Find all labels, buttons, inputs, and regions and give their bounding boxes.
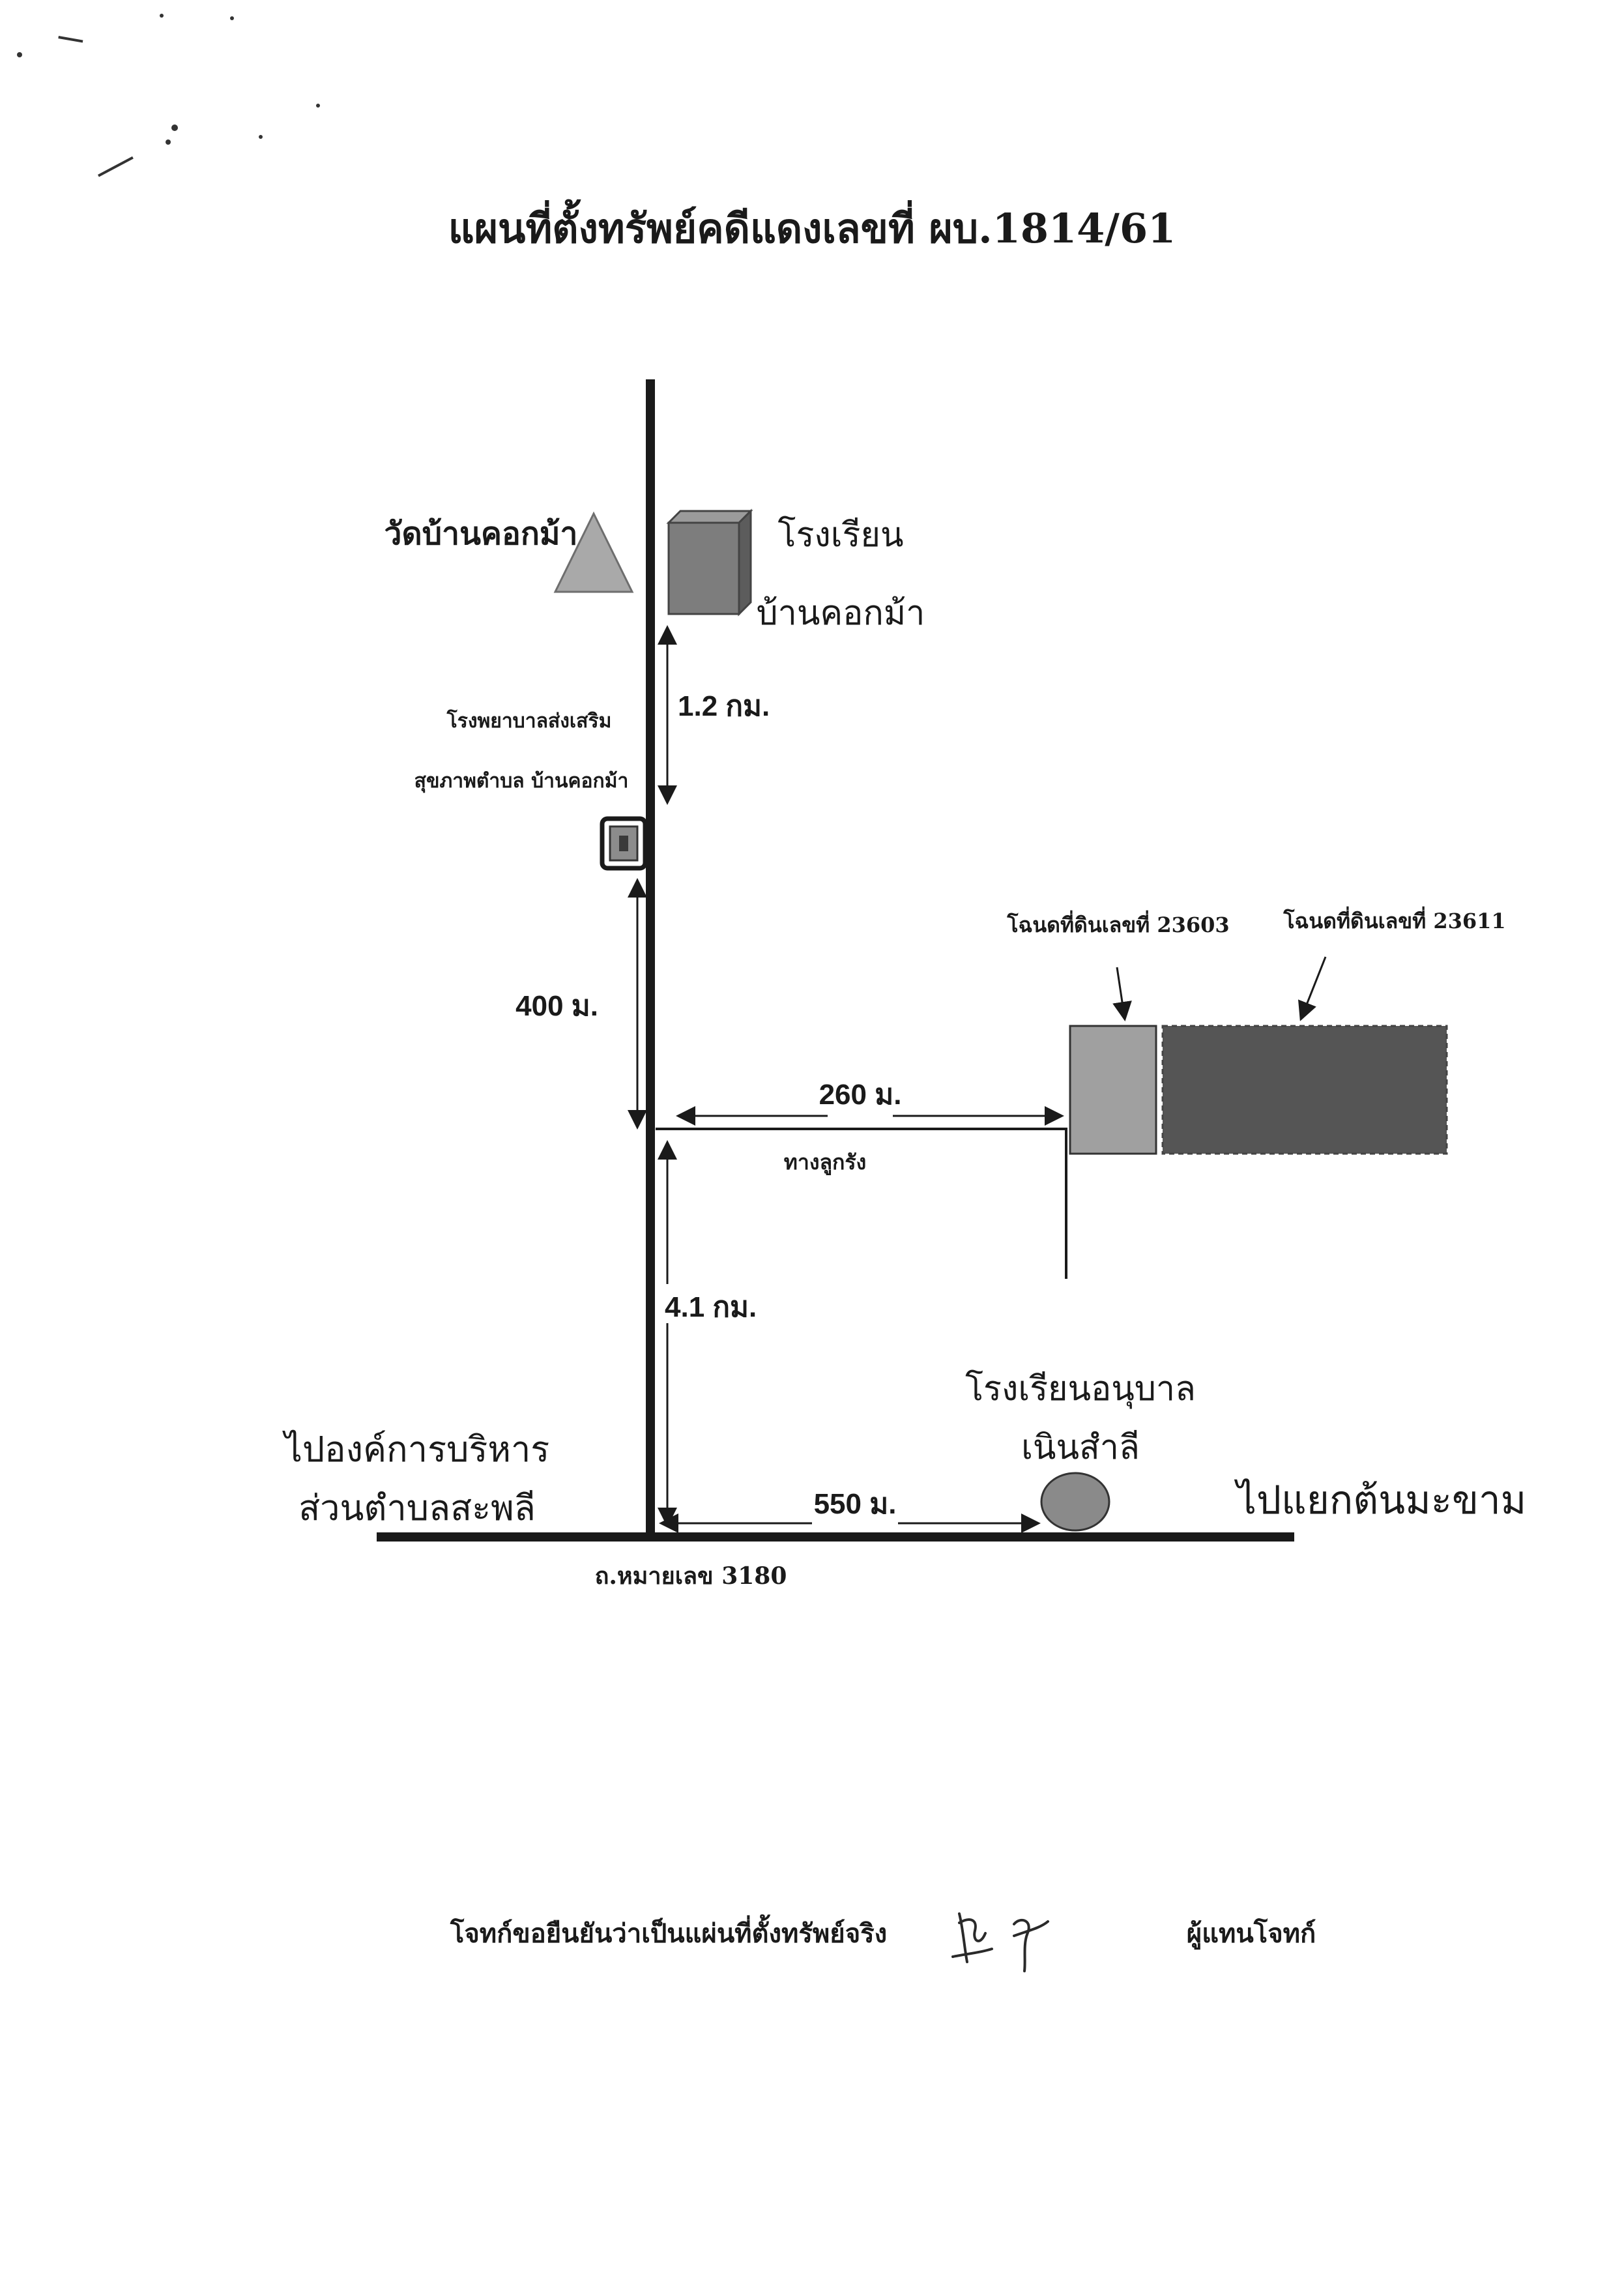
distance-label-school: 1.2 กม. [678,690,770,722]
school-label-line1: โรงเรียน [778,516,904,555]
handwritten-signature [951,1912,1049,1972]
path-label: ทางลูกรัง [784,1150,866,1176]
hospital-label-line1: โรงพยาบาลส่งเสริม [446,709,612,733]
parcel-23603 [1069,1025,1157,1155]
representative-role: ผู้แทนโจทก์ [1187,1918,1316,1950]
right-destination: ไปแยกต้นมะขาม [1234,1478,1526,1523]
kindergarten-icon [1040,1472,1110,1532]
deed-label-23603: โฉนดที่ดินเลขที่ 23603 [1006,910,1229,937]
scan-specks [17,14,320,177]
kindergarten-label-line1: โรงเรียนอนุบาล [965,1369,1196,1409]
hospital-icon [600,816,648,871]
temple-triangle-icon [553,511,634,593]
school-label-line2: บ้านคอกม้า [757,594,925,633]
laterite-path [656,1128,1067,1279]
left-destination-line2: ส่วนตำบลสะพลี [298,1487,536,1528]
distance-label-junction: 4.1 กม. [665,1291,757,1323]
leader-arrow-23603 [1112,967,1132,1021]
leader-arrow-23611 [1298,956,1327,1021]
distance-label-hospital: 400 ม. [515,990,598,1022]
kindergarten-label-line2: เนินสำลี [1021,1428,1140,1467]
distance-label-kindergarten: 550 ม. [814,1488,897,1520]
deed-label-23611: โฉนดที่ดินเลขที่ 23611 [1283,906,1505,933]
parcel-23611 [1161,1025,1448,1155]
school-cube-icon [666,508,753,617]
distance-label-path: 260 ม. [819,1079,902,1111]
temple-label: วัดบ้านคอกม้า [384,516,578,552]
left-destination-line1: ไปองค์การบริหาร [282,1429,550,1470]
road-number-label: ถ.หมายเลข 3180 [595,1562,787,1590]
map-title: แผนที่ตั้งทรัพย์คดีแดงเลขที่ ผบ.1814/61 [448,199,1176,252]
hospital-label-line2: สุขภาพตำบล บ้านคอกม้า [414,770,629,793]
certification-text: โจทก์ขอยืนยันว่าเป็นแผ่นที่ตั้งทรัพย์จริ… [450,1914,887,1949]
